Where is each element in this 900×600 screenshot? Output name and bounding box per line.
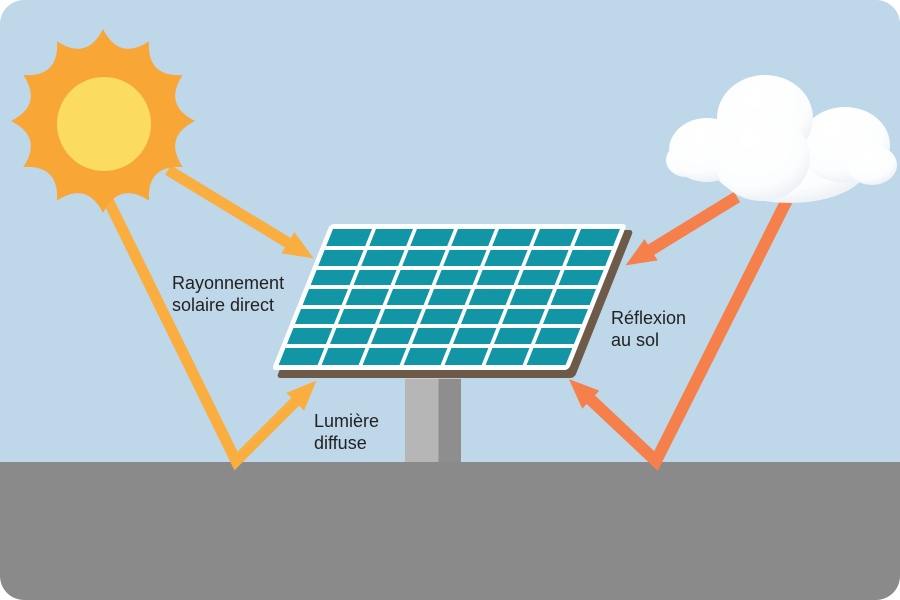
cloud-icon: [666, 75, 897, 203]
direct-radiation-arrow: [165, 165, 314, 259]
sun-icon: [11, 29, 195, 213]
cloud-scatter-arrow: [625, 191, 741, 266]
label-direct-radiation: Rayonnement solaire direct: [172, 273, 285, 315]
ground-reflection-arrow: [568, 197, 793, 471]
diffuse-light-arrow: [102, 195, 317, 471]
solar-panel: [272, 224, 633, 378]
label-diffuse-light: Lumière diffuse: [314, 411, 380, 453]
panel-pole: [405, 372, 461, 462]
panel-grid-lines: [285, 229, 614, 365]
panel-cells: [278, 229, 621, 365]
ground: [0, 462, 900, 600]
label-ground-reflection: Réflexion au sol: [611, 308, 687, 350]
sun-core: [57, 77, 151, 171]
